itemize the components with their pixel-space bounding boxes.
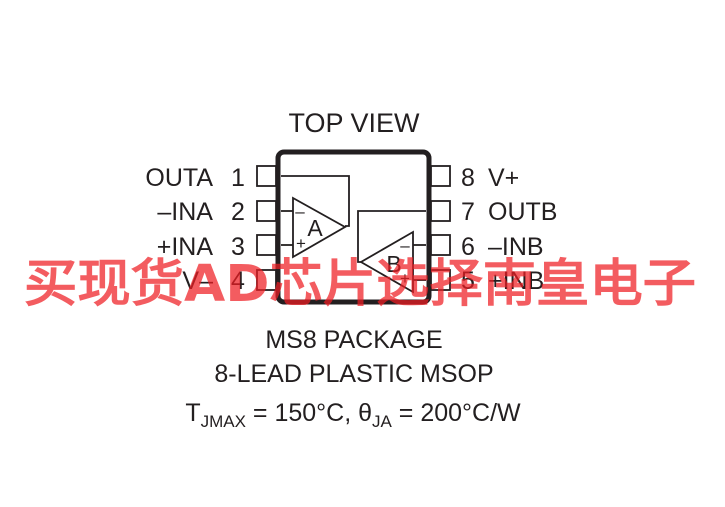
- wire-outa: [281, 175, 350, 227]
- pin-2-pad: [256, 200, 277, 222]
- thermal-theta-value: = 200°C/W: [392, 399, 521, 427]
- thermal-theta-subscript: JA: [372, 412, 393, 431]
- pin-3-name: +INA: [157, 233, 214, 261]
- pin-7-name: OUTB: [488, 198, 557, 226]
- pin-8-name: V+: [488, 164, 519, 192]
- ic-package-body: [275, 149, 432, 305]
- op-amp-b-plus: +: [400, 269, 410, 288]
- pin-4-number: 4: [231, 267, 245, 295]
- pin-8-pad: [430, 165, 451, 187]
- op-amp-a-triangle: [292, 196, 347, 259]
- thermal-spec: TJMAX = 150°C, θJA = 200°C/W: [185, 399, 521, 431]
- op-amp-b-triangle: [359, 230, 414, 294]
- pin-5-pad: [430, 269, 451, 291]
- package-description: 8-LEAD PLASTIC MSOP: [214, 360, 493, 388]
- pin-5-number: 5: [461, 267, 475, 295]
- pin-4-name: V–: [182, 267, 213, 295]
- pin-6-number: 6: [461, 233, 475, 261]
- pin-1-number: 1: [231, 164, 245, 192]
- package-name: MS8 PACKAGE: [265, 326, 442, 354]
- op-amp-a-minus: –: [295, 202, 305, 221]
- op-amp-a-label: A: [307, 215, 323, 241]
- thermal-theta: θ: [358, 399, 372, 427]
- pin-7-number: 7: [461, 198, 475, 226]
- pin-4-pad: [256, 269, 277, 291]
- pin-2-number: 2: [231, 198, 245, 226]
- thermal-t-subscript: JMAX: [201, 412, 246, 431]
- pin-2-name: –INA: [157, 198, 213, 226]
- diagram-title: TOP VIEW: [288, 108, 420, 138]
- pin-7-pad: [430, 200, 451, 222]
- pin-8-number: 8: [461, 164, 475, 192]
- pin-3-number: 3: [231, 233, 245, 261]
- pin-6-name: –INB: [488, 233, 544, 261]
- pin-5-name: +INB: [488, 267, 544, 295]
- thermal-t-value: = 150°C,: [246, 399, 358, 427]
- thermal-t: T: [185, 399, 200, 427]
- op-amp-a-plus: +: [296, 234, 306, 253]
- pin-6-pad: [430, 234, 451, 256]
- pin-3-pad: [256, 234, 277, 256]
- pin-1-name: OUTA: [145, 164, 213, 192]
- op-amp-b-label: B: [386, 251, 401, 277]
- pin-1-pad: [256, 165, 277, 187]
- op-amp-b-minus: –: [400, 236, 410, 255]
- watermark-text: 买现货AD芯片选择南皇电子: [24, 255, 696, 314]
